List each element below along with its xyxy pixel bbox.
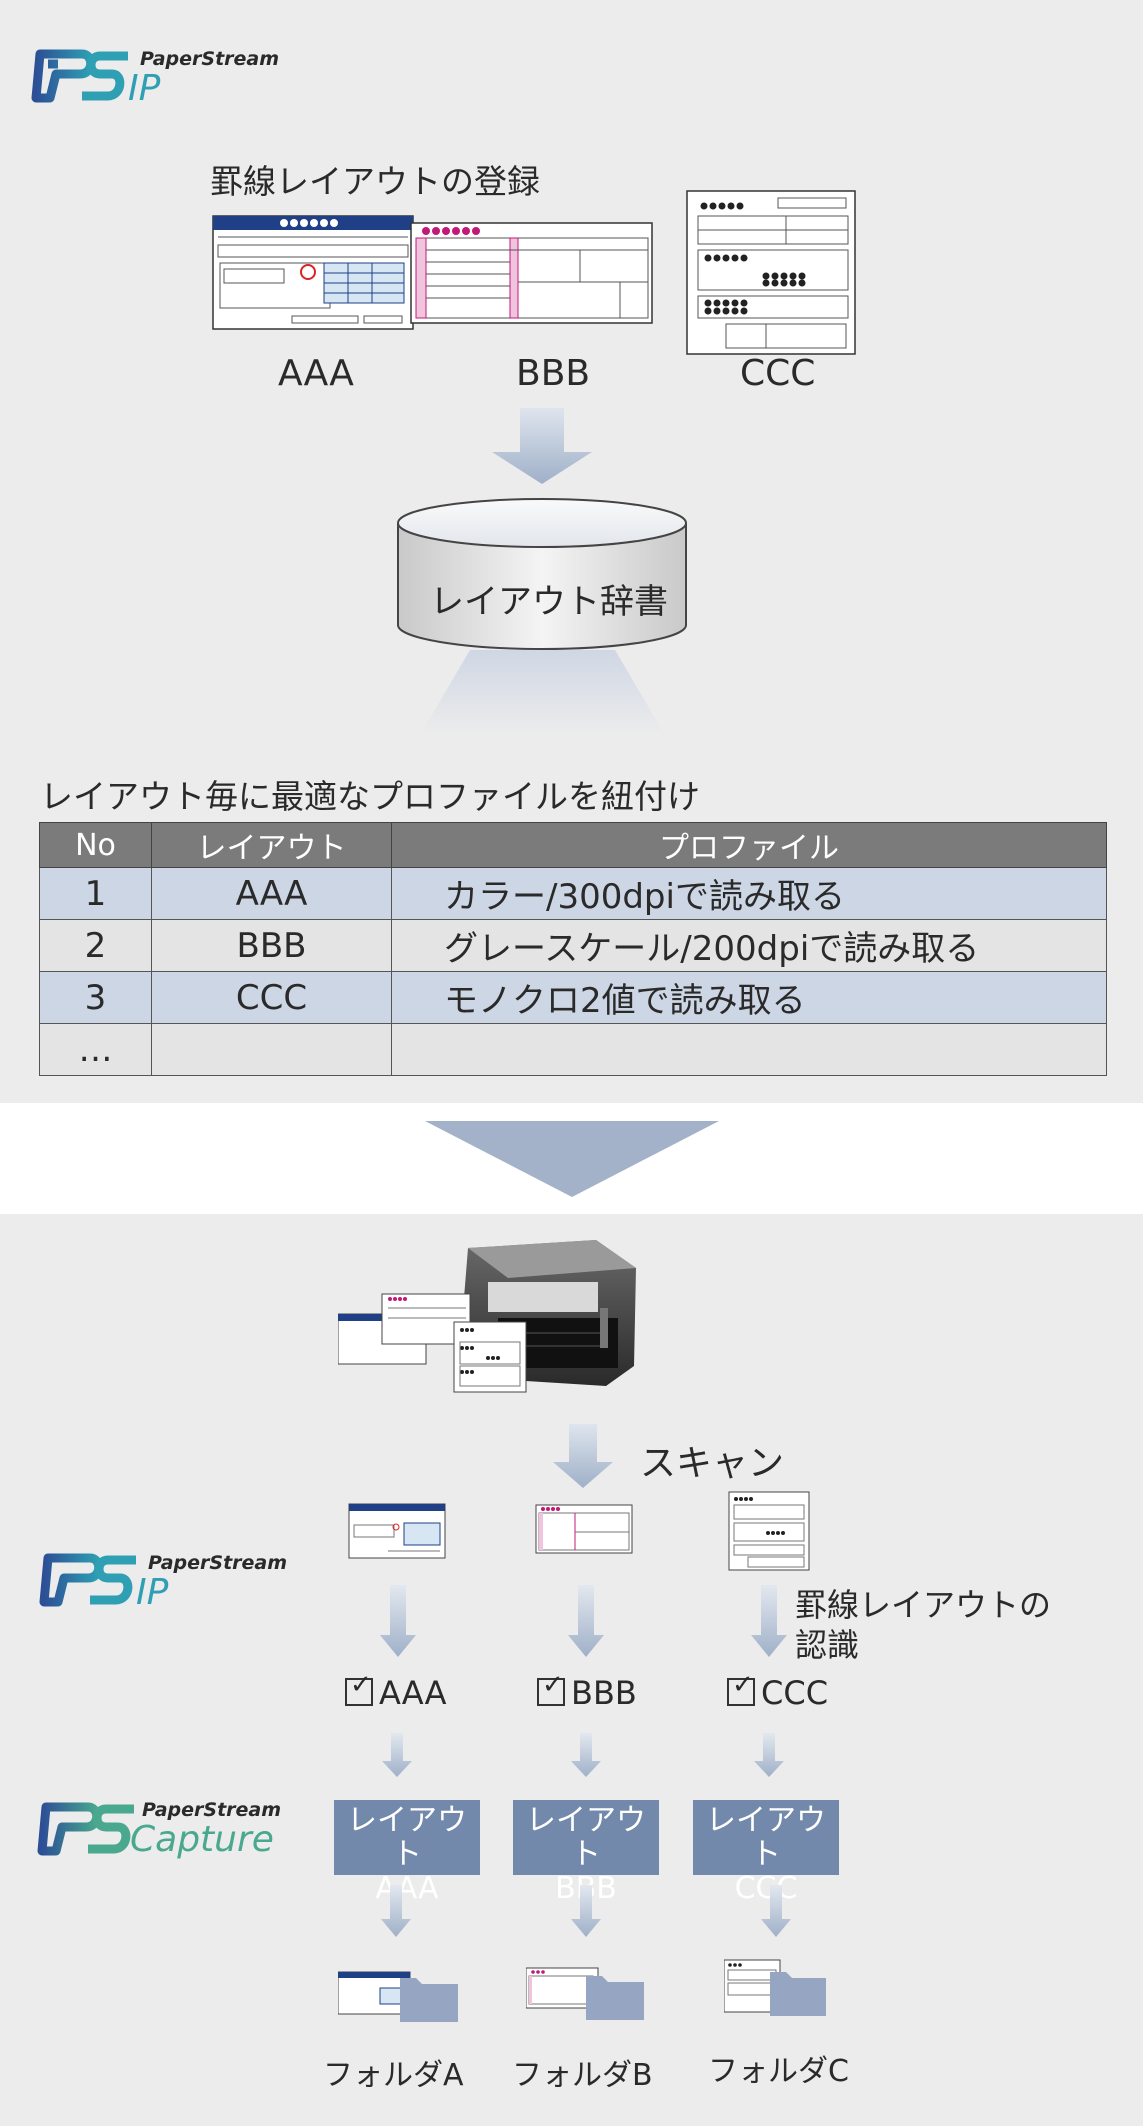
scan-arrow-icon: [553, 1424, 613, 1488]
big-down-chevron-icon: [425, 1121, 719, 1197]
paperstream-ip-logo-2: PaperStream IP: [36, 1548, 326, 1614]
layout-box-aaa: レイアウト AAA: [334, 1800, 480, 1875]
row-profile: カラー/300dpiで読み取る: [392, 868, 1107, 920]
capture-wordmark: Capture: [130, 1819, 274, 1860]
recognition-arrow-icon: [380, 1585, 416, 1657]
small-down-arrow-icon: [381, 1885, 411, 1937]
scanned-form-bbb-icon: [535, 1504, 633, 1554]
row-no: 3: [40, 972, 152, 1024]
row-no: 1: [40, 868, 152, 920]
ps-mark-icon: [28, 48, 136, 108]
row-profile: モノクロ2値で読み取る: [392, 972, 1107, 1024]
small-down-arrow-icon: [382, 1733, 412, 1777]
recognition-arrow-icon: [568, 1585, 604, 1657]
paperstream-wordmark: PaperStream: [140, 48, 279, 70]
layout-label-bbb: BBB: [516, 353, 590, 394]
scanned-form-ccc-icon: [728, 1491, 810, 1571]
row-profile: [392, 1024, 1107, 1076]
layout-box-label: レイアウト: [693, 1804, 839, 1872]
paperstream-wordmark: PaperStream: [148, 1552, 287, 1574]
ps-mark-icon: [36, 1552, 144, 1612]
layout-box-label: レイアウト: [334, 1804, 480, 1872]
layout-label-aaa: AAA: [278, 353, 354, 394]
paperstream-ip-logo: PaperStream IP: [28, 44, 318, 110]
check-label: AAA: [379, 1674, 446, 1712]
row-profile: グレースケール/200dpiで読み取る: [392, 920, 1107, 972]
folder-label-a: フォルダA: [323, 2050, 464, 2094]
folder-c-icon: [724, 1958, 828, 2018]
scan-label: スキャン: [640, 1434, 784, 1486]
down-arrow-icon: [492, 408, 592, 484]
folder-label-b: フォルダB: [512, 2050, 653, 2094]
profile-table: No レイアウト プロファイル 1 AAA カラー/300dpiで読み取る 2 …: [39, 822, 1107, 1076]
small-down-arrow-icon: [571, 1885, 601, 1937]
row-no: 2: [40, 920, 152, 972]
table-row: 2 BBB グレースケール/200dpiで読み取る: [40, 920, 1107, 972]
recognition-label-line2: 認識: [795, 1620, 859, 1666]
checkbox-checked-icon: ✓: [727, 1678, 755, 1706]
layout-box-ccc: レイアウト CCC: [693, 1800, 839, 1875]
check-label: CCC: [761, 1674, 828, 1712]
row-layout: BBB: [152, 920, 392, 972]
ip-wordmark: IP: [136, 1572, 168, 1613]
header-profile: プロファイル: [392, 823, 1107, 868]
small-down-arrow-icon: [571, 1733, 601, 1777]
scanner-icon: [338, 1238, 638, 1393]
form-aaa-icon: [212, 215, 414, 330]
paperstream-wordmark: PaperStream: [142, 1799, 281, 1821]
folder-a-icon: [338, 1970, 460, 2024]
ip-wordmark: IP: [128, 68, 160, 109]
check-ccc: ✓CCC: [727, 1674, 828, 1712]
layout-box-label: レイアウト: [513, 1804, 659, 1872]
header-layout: レイアウト: [152, 823, 392, 868]
link-title: レイアウト毎に最適なプロファイルを紐付け: [40, 770, 700, 818]
row-layout: AAA: [152, 868, 392, 920]
paperstream-capture-logo: PaperStream Capture: [34, 1797, 334, 1863]
check-aaa: ✓AAA: [345, 1674, 446, 1712]
row-layout: [152, 1024, 392, 1076]
row-layout: CCC: [152, 972, 392, 1024]
form-ccc-icon: [686, 190, 856, 355]
table-row: 3 CCC モノクロ2値で読み取る: [40, 972, 1107, 1024]
checkbox-checked-icon: ✓: [345, 1678, 373, 1706]
check-label: BBB: [571, 1674, 637, 1712]
registration-title: 罫線レイアウトの登録: [210, 155, 540, 203]
layout-dictionary-label: レイアウト辞書: [430, 574, 668, 623]
layout-box-bbb: レイアウト BBB: [513, 1800, 659, 1875]
ps-mark-icon: [34, 1801, 142, 1861]
layout-label-ccc: CCC: [740, 353, 815, 394]
table-row: …: [40, 1024, 1107, 1076]
table-header-row: No レイアウト プロファイル: [40, 823, 1107, 868]
recognition-arrow-icon: [751, 1585, 787, 1657]
folder-label-c: フォルダC: [708, 2046, 849, 2090]
checkbox-checked-icon: ✓: [537, 1678, 565, 1706]
header-no: No: [40, 823, 152, 868]
row-no: …: [40, 1024, 152, 1076]
table-row: 1 AAA カラー/300dpiで読み取る: [40, 868, 1107, 920]
check-bbb: ✓BBB: [537, 1674, 637, 1712]
small-down-arrow-icon: [754, 1733, 784, 1777]
small-down-arrow-icon: [761, 1885, 791, 1937]
scanned-form-aaa-icon: [348, 1503, 446, 1559]
form-bbb-icon: [410, 222, 653, 324]
folder-b-icon: [526, 1966, 646, 2022]
